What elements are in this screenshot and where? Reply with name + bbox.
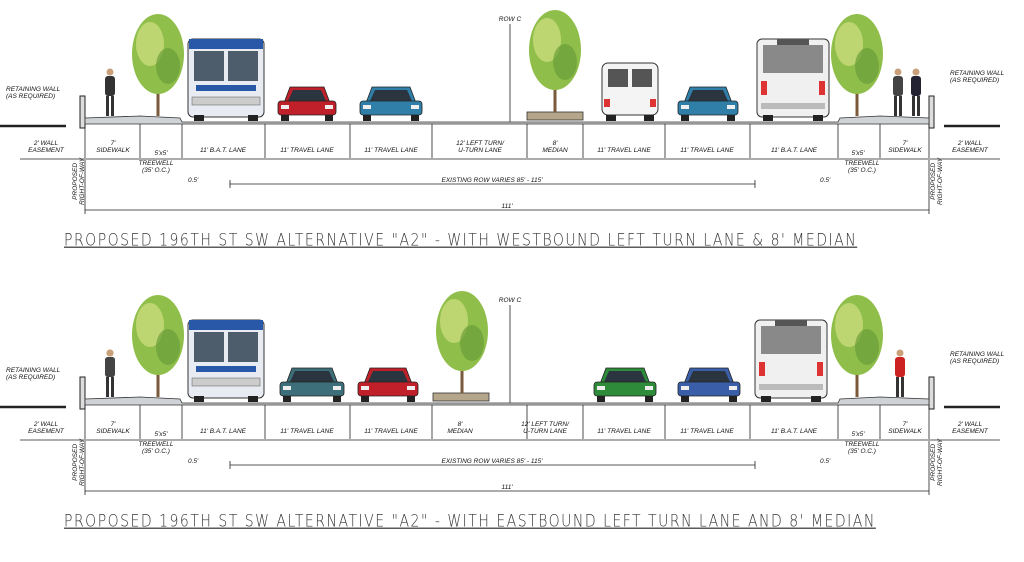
tree (831, 14, 883, 116)
treewell-label-right: TREEWELL (35' O.C.) (844, 441, 880, 455)
cross-section-drawing (0, 291, 1000, 495)
lane-label: 12' LEFT TURN/ U-TURN LANE (521, 421, 569, 435)
bus-rear (754, 319, 828, 402)
tree (132, 14, 184, 116)
gutter-label-left: 0.5' (188, 458, 199, 465)
total-width-label: 111' (501, 484, 513, 491)
car (279, 367, 345, 402)
retaining-wall-left (79, 376, 86, 410)
treewell-size-label-left: 5'x5' (154, 150, 168, 157)
lane-label: 11' TRAVEL LANE (680, 147, 734, 154)
retaining-wall-label-right: RETAINING WALL (AS REQUIRED) (950, 351, 1005, 365)
treewell-label-left: TREEWELL (35' O.C.) (138, 160, 174, 174)
pedestrian (911, 68, 921, 116)
car (357, 367, 419, 402)
lane-label: 8' MEDIAN (447, 421, 473, 435)
car (677, 86, 739, 121)
proposed-row-label-left: PROPOSED RIGHT-OF-WAY (72, 157, 86, 205)
lane-label: 11' TRAVEL LANE (680, 428, 734, 435)
gutter-label-right: 0.5' (820, 458, 831, 465)
car (359, 86, 423, 121)
tree (529, 10, 581, 112)
street-surface (84, 396, 930, 406)
wall-easement-label-right: 2' WALL EASEMENT (952, 421, 988, 435)
lane-label: 11' TRAVEL LANE (280, 428, 334, 435)
proposed-row-label-right: PROPOSED RIGHT-OF-WAY (930, 438, 944, 486)
lane-label: 11' B.A.T. LANE (770, 147, 818, 154)
lane-label: 11' B.A.T. LANE (199, 428, 247, 435)
median-planter (526, 111, 584, 121)
lane-label: 11' TRAVEL LANE (364, 428, 418, 435)
median-planter (432, 392, 490, 402)
sidewalk-label-right: 7' SIDEWALK (888, 140, 922, 154)
treewell-label-right: TREEWELL (35' O.C.) (844, 160, 880, 174)
retaining-wall-label-left: RETAINING WALL (AS REQUIRED) (6, 367, 61, 381)
retaining-wall-right (928, 95, 935, 129)
lane-label: 11' TRAVEL LANE (597, 147, 651, 154)
wall-easement-label-left: 2' WALL EASEMENT (28, 140, 64, 154)
retaining-wall-label-right: RETAINING WALL (AS REQUIRED) (950, 70, 1005, 84)
existing-row-label: EXISTING ROW VARIES 85' - 115' (441, 458, 543, 465)
retaining-wall-label-left: RETAINING WALL (AS REQUIRED) (6, 86, 61, 100)
retaining-wall-right (928, 376, 935, 410)
pedestrian (105, 349, 115, 397)
wall-easement-label-right: 2' WALL EASEMENT (952, 140, 988, 154)
gutter-label-left: 0.5' (188, 177, 199, 184)
total-width-label: 111' (501, 203, 513, 210)
sidewalk-label-right: 7' SIDEWALK (888, 421, 922, 435)
pedestrian (105, 68, 115, 116)
bus (187, 319, 265, 402)
lane-label: 11' TRAVEL LANE (280, 147, 334, 154)
row-centerline-label: ROW C (498, 297, 522, 304)
lane-label: 11' B.A.T. LANE (199, 147, 247, 154)
tree (436, 291, 488, 393)
treewell-size-label-left: 5'x5' (154, 431, 168, 438)
lane-label: 8' MEDIAN (542, 140, 568, 154)
lane-label: 11' B.A.T. LANE (770, 428, 818, 435)
existing-row-label: EXISTING ROW VARIES 85' - 115' (441, 177, 543, 184)
gutter-label-right: 0.5' (820, 177, 831, 184)
section-title: PROPOSED 196TH ST SW ALTERNATIVE "A2" - … (64, 512, 876, 532)
bus (187, 38, 265, 121)
treewell-size-label-right: 5'x5' (851, 150, 865, 157)
tree (132, 295, 184, 397)
cross-section-panel-westbound: RETAINING WALL (AS REQUIRED) RETAINING WA… (0, 10, 1005, 251)
lane-label: 11' TRAVEL LANE (597, 428, 651, 435)
cross-section-drawing (0, 10, 1000, 214)
row-centerline-label: ROW C (498, 16, 522, 23)
proposed-row-label-left: PROPOSED RIGHT-OF-WAY (72, 438, 86, 486)
tree (831, 295, 883, 397)
van (601, 62, 659, 121)
treewell-label-left: TREEWELL (35' O.C.) (138, 441, 174, 455)
retaining-wall-left (79, 95, 86, 129)
treewell-size-label-right: 5'x5' (851, 431, 865, 438)
lane-label: 11' TRAVEL LANE (364, 147, 418, 154)
pedestrian (895, 349, 905, 397)
wall-easement-label-left: 2' WALL EASEMENT (28, 421, 64, 435)
lane-label: 12' LEFT TURN/ U-TURN LANE (456, 140, 504, 154)
section-title: PROPOSED 196TH ST SW ALTERNATIVE "A2" - … (64, 231, 858, 251)
car (677, 367, 741, 402)
car (277, 86, 337, 121)
pedestrian (893, 68, 903, 116)
street-surface (84, 115, 930, 125)
sidewalk-label-left: 7' SIDEWALK (96, 140, 130, 154)
car (593, 367, 657, 402)
bus-rear (756, 38, 830, 121)
cross-section-panel-eastbound: RETAINING WALL (AS REQUIRED) RETAINING WA… (0, 281, 1024, 562)
sidewalk-label-left: 7' SIDEWALK (96, 421, 130, 435)
proposed-row-label-right: PROPOSED RIGHT-OF-WAY (930, 157, 944, 205)
